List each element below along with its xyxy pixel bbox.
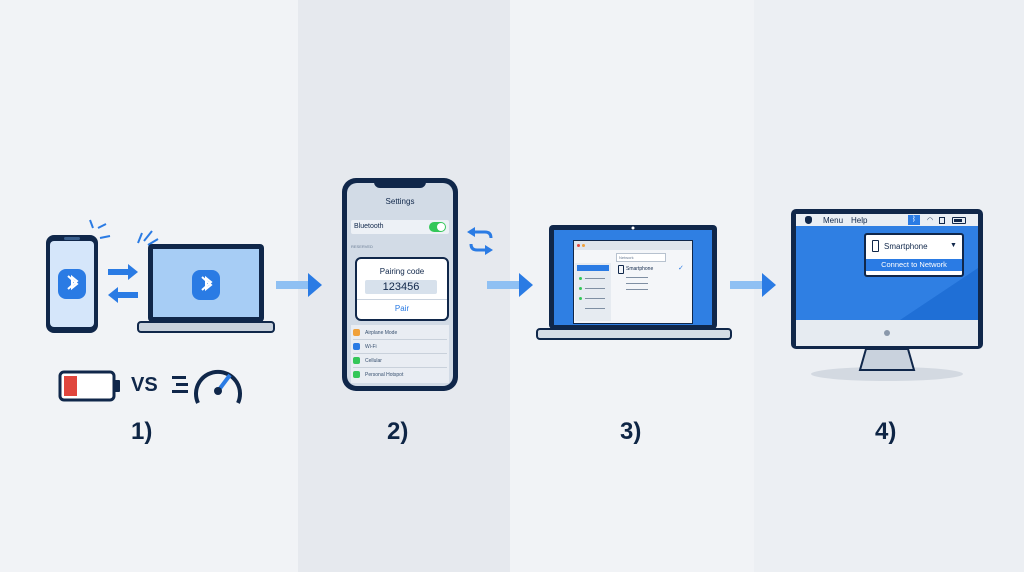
- vs-label: VS: [131, 374, 158, 396]
- desktop-monitor: [790, 208, 984, 389]
- bluetooth-label: Bluetooth: [354, 223, 384, 230]
- connect-to-network-button[interactable]: Connect to Network: [866, 259, 962, 271]
- bluetooth-menu-icon[interactable]: ᛒ: [908, 215, 920, 225]
- pairing-dialog: Pairing code 123456 Pair: [355, 257, 449, 321]
- list-item-label: Airplane Mode: [365, 330, 398, 336]
- search-input[interactable]: Network: [616, 253, 666, 262]
- chevron-down-icon[interactable]: ▼: [950, 242, 957, 249]
- pair-button[interactable]: Pair: [394, 304, 410, 313]
- list-item[interactable]: Wi-Fi: [353, 341, 447, 354]
- device-name: Smartphone: [626, 266, 654, 272]
- close-dot-icon[interactable]: [577, 244, 580, 247]
- flow-arrow-icon: [730, 272, 778, 303]
- signal-waves-icon-2: [134, 227, 160, 252]
- flow-arrow-icon: [487, 272, 535, 303]
- pairing-code: 123456: [365, 280, 437, 294]
- laptop-illustration: [136, 242, 276, 341]
- window-sidebar: [575, 263, 611, 321]
- network-window: Network Smartphone ✓: [573, 240, 693, 324]
- menu-item[interactable]: Help: [851, 216, 868, 225]
- menu-bar: Menu Help ᛒ ◠: [796, 214, 978, 226]
- battery-low-icon: [58, 370, 122, 407]
- pairing-title: Pairing code: [379, 267, 425, 276]
- list-item[interactable]: Cellular: [353, 355, 447, 368]
- list-item[interactable]: Airplane Mode: [353, 327, 447, 340]
- phone-icon: [618, 265, 624, 274]
- speedometer-icon: [170, 363, 244, 414]
- list-item-label: Wi-Fi: [365, 344, 377, 350]
- display-icon[interactable]: [939, 217, 945, 224]
- bluetooth-row[interactable]: Bluetooth: [351, 220, 449, 234]
- section-label: RESERVED: [351, 244, 373, 249]
- settings-header: Settings: [385, 197, 415, 206]
- bluetooth-dropdown: Smartphone ▼ Connect to Network: [864, 233, 964, 277]
- list-item-label: Personal Hotspot: [365, 372, 404, 378]
- step-label-2: 2): [387, 418, 409, 445]
- exchange-arrows-icon: [106, 262, 140, 311]
- airplane-icon: [353, 329, 360, 336]
- phone-illustration: [44, 233, 100, 340]
- minimize-dot-icon[interactable]: [582, 244, 585, 247]
- cellular-icon: [353, 357, 360, 364]
- window-titlebar: [574, 241, 692, 250]
- menu-item[interactable]: Menu: [823, 216, 844, 225]
- step-label-1: 1): [131, 418, 153, 445]
- sync-arrows-icon: [465, 224, 495, 263]
- flow-arrow-icon: [276, 272, 324, 303]
- phone-icon: [872, 240, 879, 252]
- wifi-status-icon[interactable]: ◠: [927, 217, 934, 224]
- settings-list: Airplane Mode Wi-Fi Cellular Personal Ho…: [351, 325, 449, 383]
- wifi-icon: [353, 343, 360, 350]
- dropdown-device-name: Smartphone: [884, 242, 928, 251]
- apple-icon[interactable]: [805, 216, 812, 224]
- step-label-4: 4): [875, 418, 897, 445]
- hotspot-icon: [353, 371, 360, 378]
- list-item[interactable]: Personal Hotspot: [353, 369, 447, 381]
- step-label-3: 3): [620, 418, 642, 445]
- checkmark-icon: ✓: [678, 265, 684, 272]
- battery-status-icon: [952, 217, 966, 224]
- bluetooth-toggle[interactable]: [429, 222, 446, 232]
- sidebar-item-selected[interactable]: [577, 265, 609, 271]
- dropdown-device-row[interactable]: Smartphone ▼: [870, 239, 958, 254]
- list-item-label: Cellular: [365, 358, 382, 364]
- phone-notch: [374, 180, 426, 188]
- device-row[interactable]: Smartphone ✓: [618, 265, 688, 274]
- signal-waves-icon: [84, 218, 114, 251]
